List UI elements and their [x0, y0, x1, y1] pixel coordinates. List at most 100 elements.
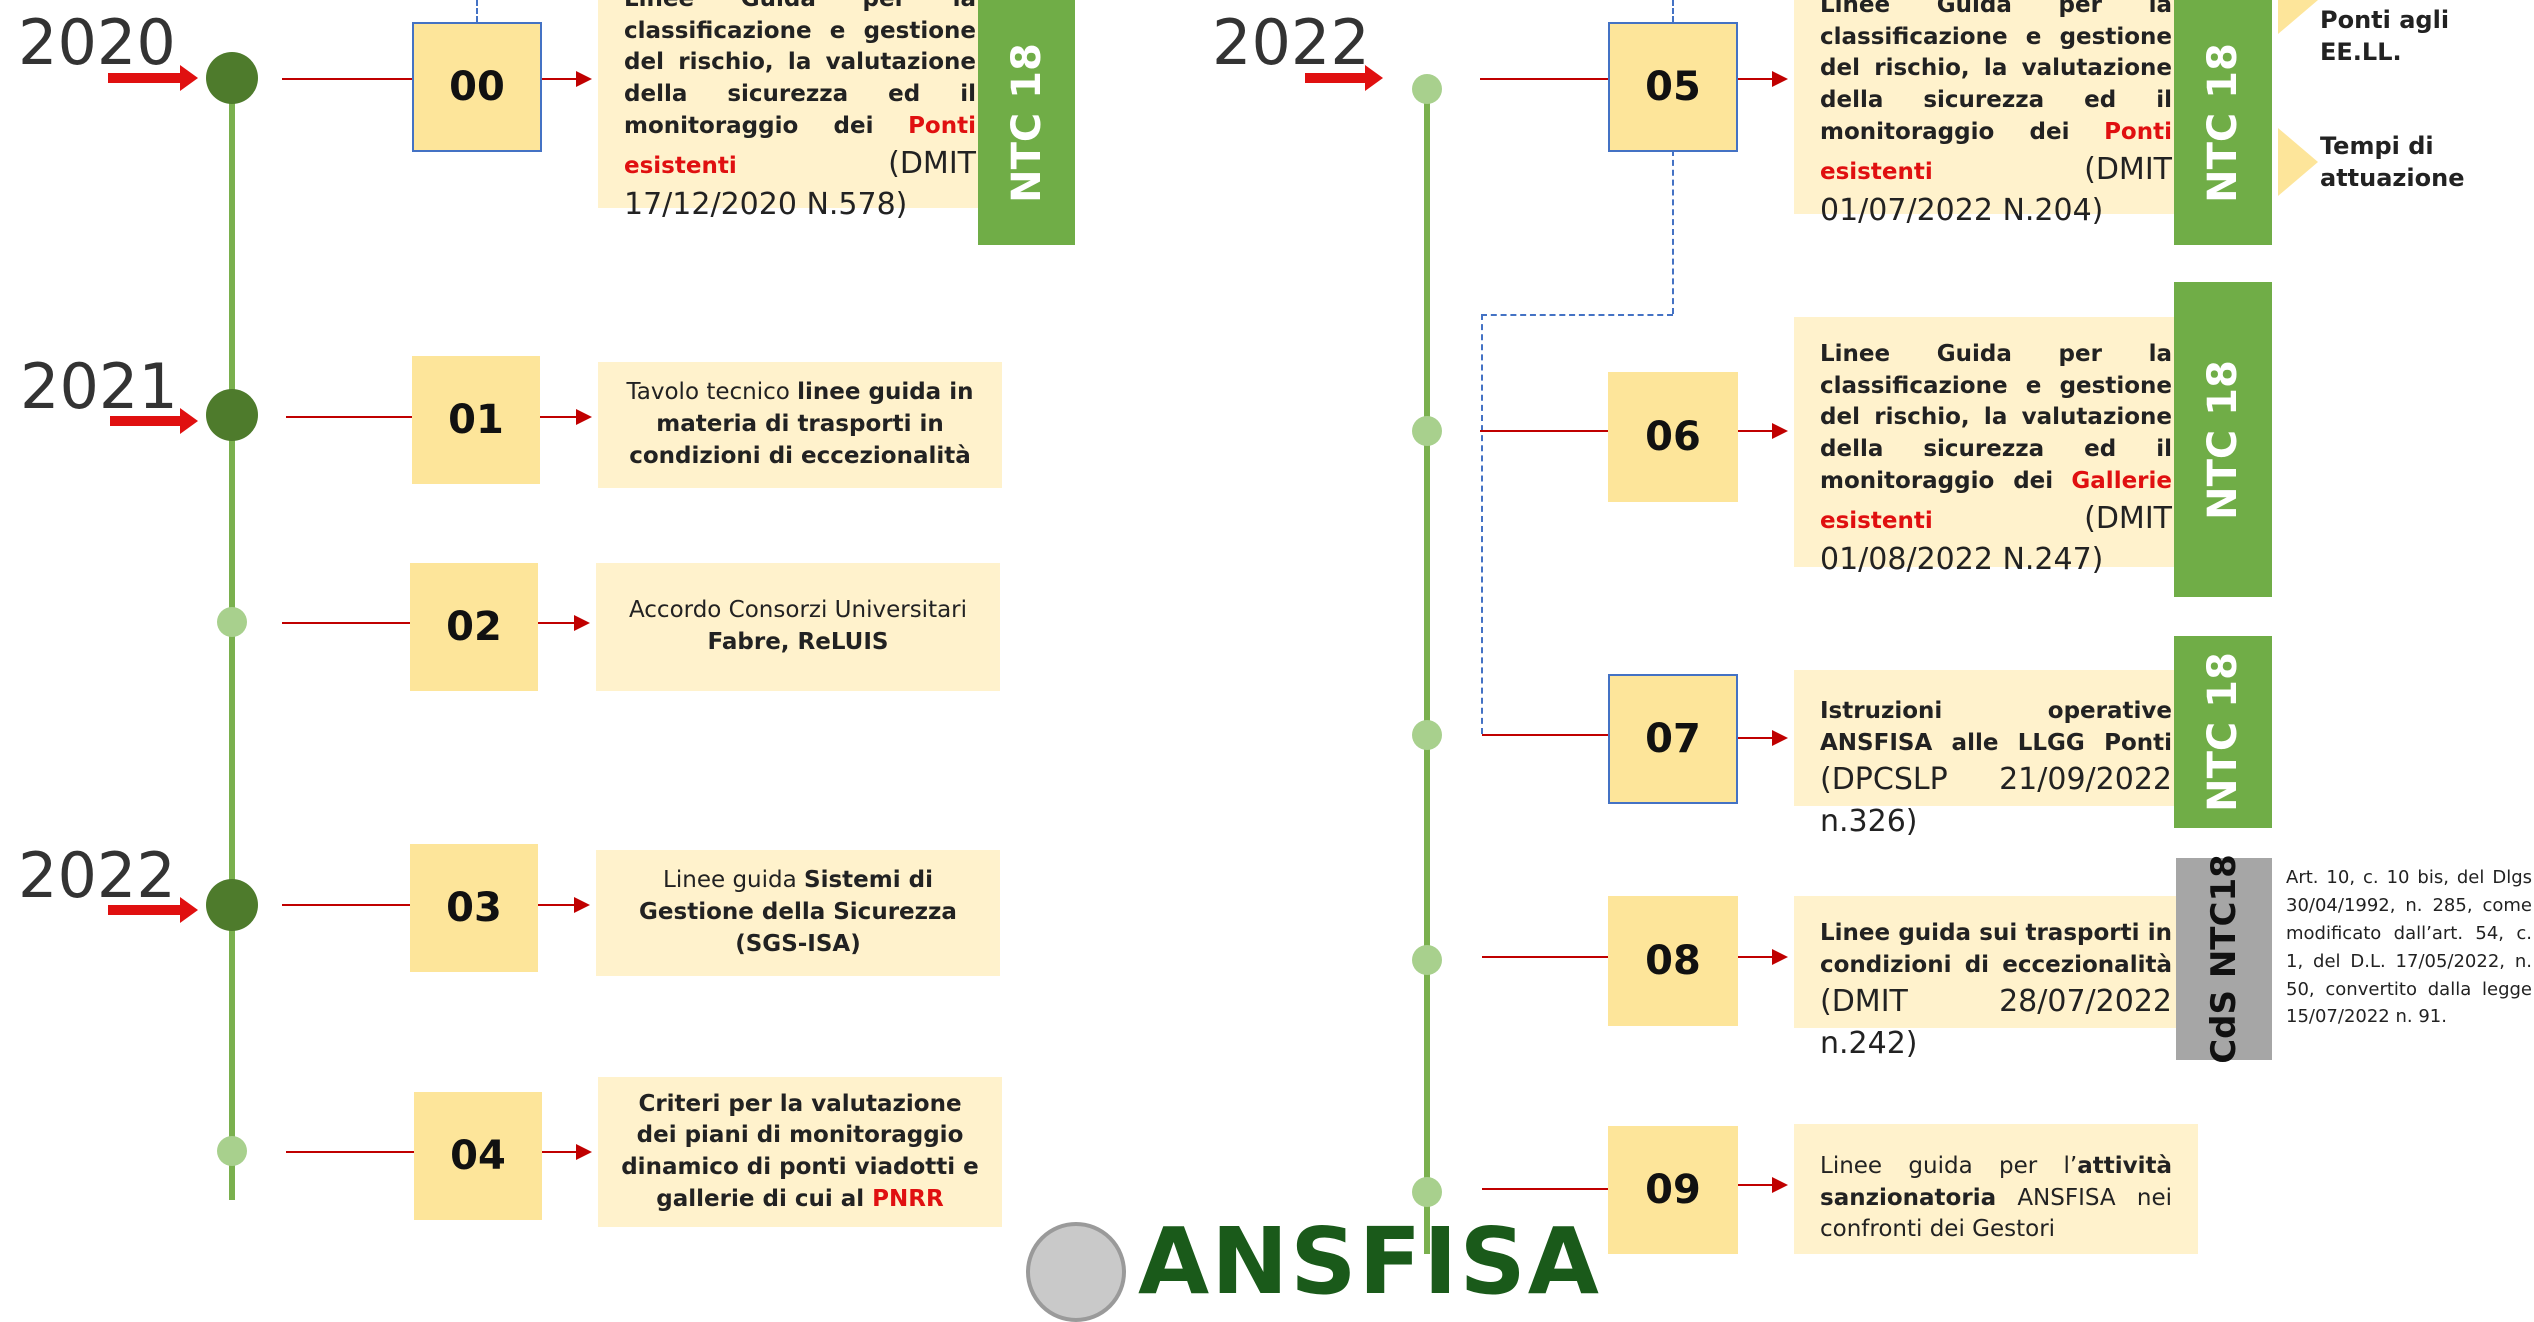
- timeline-node-05: [1412, 74, 1442, 104]
- text-09-start: Linee guida per l’: [1820, 1153, 2078, 1179]
- year-2022-right-arrow-icon: [1305, 65, 1383, 91]
- text-06-highlight: Gallerie esistenti: [1820, 467, 2172, 534]
- connector-line-08: [1482, 956, 1608, 958]
- arrowhead-07: [1772, 730, 1788, 746]
- text-box-08: Linee guida sui trasporti in condizioni …: [1794, 896, 2198, 1061]
- timeline-node-2021: [206, 389, 258, 441]
- tag-ntc18-07: NTC 18: [2174, 636, 2272, 828]
- connector-line-09b: [1738, 1184, 1772, 1186]
- text-07-main: Istruzioni operative ANSFISA alle LLGG P…: [1820, 698, 2172, 756]
- side-marker-second-icon: [2278, 128, 2318, 196]
- connector-line-00b: [542, 78, 576, 80]
- connector-line-00: [282, 78, 412, 80]
- connector-line-05: [1480, 78, 1608, 80]
- text-04-bold: Criteri per la valutazione dei piani di …: [621, 1090, 979, 1212]
- year-2022-arrow-icon: [108, 897, 198, 923]
- text-00-main: Linee Guida per la classificazione e ges…: [624, 0, 976, 139]
- text-08-main: Linee guida sui trasporti in condizioni …: [1820, 920, 2172, 978]
- timeline-node-04: [217, 1136, 247, 1166]
- text-05-highlight: Ponti esistenti: [1820, 118, 2172, 185]
- logo-wordmark: ANSFISA: [1138, 1208, 1601, 1315]
- step-number-03: 03: [410, 844, 538, 972]
- arrowhead-01: [576, 409, 592, 425]
- connector-line-01b: [540, 416, 576, 418]
- text-05-ref: (DMIT 01/07/2022 N.204): [1820, 151, 2172, 229]
- year-2022-right: 2022: [1212, 6, 1370, 79]
- dashed-connector-00: [476, 0, 478, 22]
- text-02-main: Accordo Consorzi Universitari: [628, 597, 968, 624]
- step-number-02: 02: [410, 563, 538, 691]
- dashed-connector-horizontal: [1481, 314, 1673, 316]
- tag-ntc18-05: NTC 18: [2174, 0, 2272, 245]
- legal-note: Art. 10, c. 10 bis, del Dlgs 30/04/1992,…: [2286, 867, 2532, 1028]
- year-2021-arrow-icon: [110, 408, 198, 434]
- timeline-node-02: [217, 607, 247, 637]
- year-2021: 2021: [20, 350, 178, 423]
- tag-cds-ntc18-08: CdS NTC18: [2176, 854, 2272, 1064]
- text-03-bold: Sistemi di Gestione della Sicurezza (SGS…: [639, 867, 957, 957]
- arrowhead-00: [576, 71, 592, 87]
- step-number-07: 07: [1608, 674, 1738, 804]
- text-box-03: Linee guida Sistemi di Gestione della Si…: [596, 850, 1000, 976]
- arrowhead-09: [1772, 1177, 1788, 1193]
- step-number-08: 08: [1608, 896, 1738, 1026]
- logo-emblem-icon: [1026, 1222, 1126, 1322]
- text-box-00: Linee Guida per la classificazione e ges…: [598, 0, 1002, 222]
- arrowhead-02: [574, 615, 590, 631]
- text-06-ref: (DMIT 01/08/2022 N.247): [1820, 500, 2172, 578]
- side-marker-top-icon: [2278, 0, 2318, 34]
- step-number-00: 00: [412, 22, 542, 152]
- timeline-node-2022: [206, 879, 258, 931]
- timeline-node-07: [1412, 720, 1442, 750]
- arrowhead-04: [576, 1144, 592, 1160]
- timeline-node-2020: [206, 52, 258, 104]
- dashed-connector-left: [1481, 314, 1483, 734]
- arrowhead-03: [574, 897, 590, 913]
- connector-line-02: [282, 622, 410, 624]
- connector-line-08b: [1738, 956, 1772, 958]
- text-08-ref: (DMIT 28/07/2022 n.242): [1820, 984, 2172, 1061]
- year-2022-left: 2022: [18, 839, 176, 912]
- timeline-left: [229, 78, 235, 1200]
- connector-line-02b: [538, 622, 574, 624]
- text-00-highlight: Ponti esistenti: [624, 112, 976, 179]
- timeline-node-09: [1412, 1177, 1442, 1207]
- text-box-04: Criteri per la valutazione dei piani di …: [598, 1077, 1002, 1227]
- step-number-09: 09: [1608, 1126, 1738, 1254]
- text-01-main: Tavolo tecnico: [626, 379, 790, 406]
- step-number-01: 01: [412, 356, 540, 484]
- text-box-07: Istruzioni operative ANSFISA alle LLGG P…: [1794, 670, 2198, 839]
- tag-ntc18-00: NTC 18: [978, 0, 1075, 245]
- text-03-main: Linee guida: [663, 867, 797, 894]
- connector-line-05b: [1738, 78, 1772, 80]
- arrowhead-06: [1772, 423, 1788, 439]
- tag-ntc18-00-label: NTC 18: [1003, 42, 1050, 203]
- tag-cds-ntc18-08-label: CdS NTC18: [2204, 854, 2244, 1064]
- timeline-node-08: [1412, 945, 1442, 975]
- arrowhead-08: [1772, 949, 1788, 965]
- tag-ntc18-06: NTC 18: [2174, 282, 2272, 597]
- tag-ntc18-07-label: NTC 18: [2200, 652, 2246, 812]
- side-label-second: Tempi di attuazione: [2320, 132, 2465, 193]
- text-box-01: Tavolo tecnico linee guida in materia di…: [598, 362, 1002, 488]
- text-01-bold: linee guida in materia di trasporti in c…: [629, 379, 974, 469]
- text-box-06: Linee Guida per la classificazione e ges…: [1794, 317, 2198, 577]
- text-box-05: Linee Guida per la classificazione e ges…: [1794, 0, 2198, 228]
- timeline-node-06: [1412, 416, 1442, 446]
- year-2020-arrow-icon: [108, 65, 198, 91]
- timeline-right: [1424, 90, 1430, 1254]
- text-06-main: Linee Guida per la classificazione e ges…: [1820, 341, 2172, 494]
- tag-ntc18-05-label: NTC 18: [2200, 42, 2246, 203]
- connector-line-01: [286, 416, 412, 418]
- step-number-06: 06: [1608, 372, 1738, 502]
- connector-line-04b: [542, 1151, 576, 1153]
- tag-ntc18-06-label: NTC 18: [2200, 359, 2246, 520]
- text-07-ref: (DPCSLP 21/09/2022 n.326): [1820, 762, 2172, 839]
- text-09-bold: attività sanzionatoria: [1820, 1153, 2172, 1211]
- dashed-connector-05-top: [1672, 0, 1674, 22]
- text-box-09: Linee guida per l’attività sanzionatoria…: [1794, 1124, 2198, 1254]
- text-05-main: Linee Guida per la classificazione e ges…: [1820, 0, 2172, 145]
- connector-line-03: [282, 904, 410, 906]
- connector-line-07: [1482, 734, 1608, 736]
